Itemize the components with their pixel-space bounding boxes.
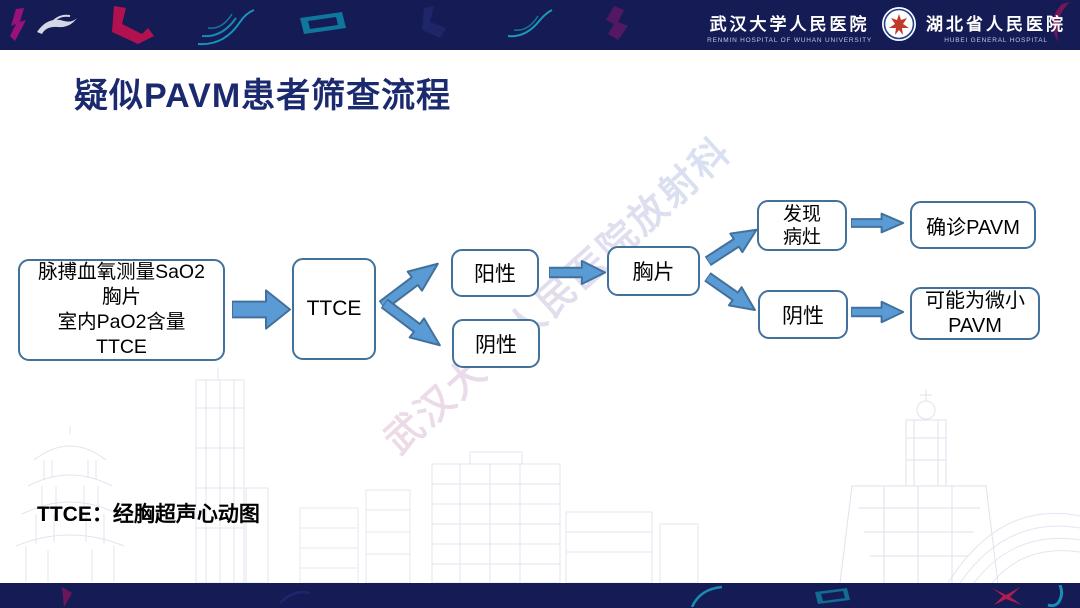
chest-xray-label: 胸片 [632, 261, 675, 284]
crane-icon [36, 12, 78, 38]
hospital-left-subtitle: RENMIN HOSPITAL OF WUHAN UNIVERSITY [707, 36, 872, 44]
arrow-positive-to-xray-icon [549, 259, 607, 286]
footnote-ttce-definition: TTCE：经胸超声心动图 [37, 503, 260, 526]
skyline-watermark [15, 368, 1080, 583]
swirl-icon [196, 4, 256, 46]
arrow-lesion-to-confirmed-icon [851, 212, 905, 234]
screening-line: TTCE [96, 336, 147, 358]
negative-label: 阴性 [475, 333, 517, 357]
red-x-icon [990, 586, 1024, 606]
arrow-xray-to-negative2-icon [700, 266, 764, 322]
flow-node-confirmed-pavm: 确诊PAVM [910, 201, 1036, 249]
arrow-negative2-to-possible-icon [851, 300, 905, 324]
magenta-glyph-icon [604, 6, 630, 40]
flow-node-screening: 脉搏血氧测量SaO2 胸片 室内PaO2含量 TTCE [18, 259, 225, 361]
hospital-right: 湖北省人民医院 HUBEI GENERAL HOSPITAL [926, 10, 1066, 44]
lesion-line: 发现 [782, 203, 821, 225]
cyan-j-icon [1046, 585, 1068, 607]
ttce-label: TTCE [306, 297, 362, 320]
flow-node-negative: 阴性 [452, 319, 540, 368]
hospital-right-name: 湖北省人民医院 [926, 14, 1066, 34]
cyan-curve-icon [690, 585, 724, 607]
teal-frame-icon [812, 587, 852, 605]
flow-node-negative2: 阴性 [758, 290, 848, 339]
possible-line: PAVM [948, 314, 1002, 337]
glyph-l-icon [108, 6, 156, 44]
flow-node-chest-xray: 胸片 [607, 246, 700, 296]
lesion-line: 病灶 [782, 226, 821, 248]
pink-wedge-icon [60, 587, 80, 607]
arrow-xray-to-lesion-icon [701, 218, 765, 272]
negative2-label: 阴性 [782, 304, 824, 328]
positive-label: 阳性 [474, 263, 516, 286]
flow-node-positive: 阳性 [451, 249, 539, 297]
swirl-small-icon [506, 8, 554, 38]
brush-glyph-icon [8, 8, 34, 42]
teal-box-icon [296, 10, 348, 36]
navy-glyph-icon [420, 6, 450, 40]
hospital-left-name: 武汉大学人民医院 [709, 14, 870, 34]
screening-line: 室内PaO2含量 [57, 311, 186, 333]
flow-node-lesion-found: 发现 病灶 [757, 200, 847, 251]
footer-band [0, 583, 1080, 608]
arrow-screening-to-ttce-icon [232, 287, 292, 332]
flow-node-ttce: TTCE [292, 258, 376, 360]
arrow-ttce-to-negative-icon [376, 292, 450, 358]
navy-stroke-icon [280, 589, 310, 605]
page-title: 疑似PAVM患者筛查流程 [74, 77, 452, 115]
screening-line: 胸片 [101, 286, 141, 308]
hospital-right-subtitle: HUBEI GENERAL HOSPITAL [944, 36, 1048, 44]
screening-line: 脉搏血氧测量SaO2 [38, 261, 205, 283]
pink-streak-icon [1044, 2, 1072, 42]
header-band: 武汉大学人民医院 RENMIN HOSPITAL OF WUHAN UNIVER… [0, 0, 1080, 50]
confirmed-label: 确诊PAVM [926, 216, 1020, 239]
hospital-logo-badge-icon [881, 6, 917, 47]
hospital-logos: 武汉大学人民医院 RENMIN HOSPITAL OF WUHAN UNIVER… [707, 6, 1066, 47]
possible-line: 可能为微小 [925, 289, 1025, 312]
hospital-left: 武汉大学人民医院 RENMIN HOSPITAL OF WUHAN UNIVER… [707, 10, 872, 44]
flow-node-possible-tiny-pavm: 可能为微小 PAVM [910, 287, 1040, 340]
